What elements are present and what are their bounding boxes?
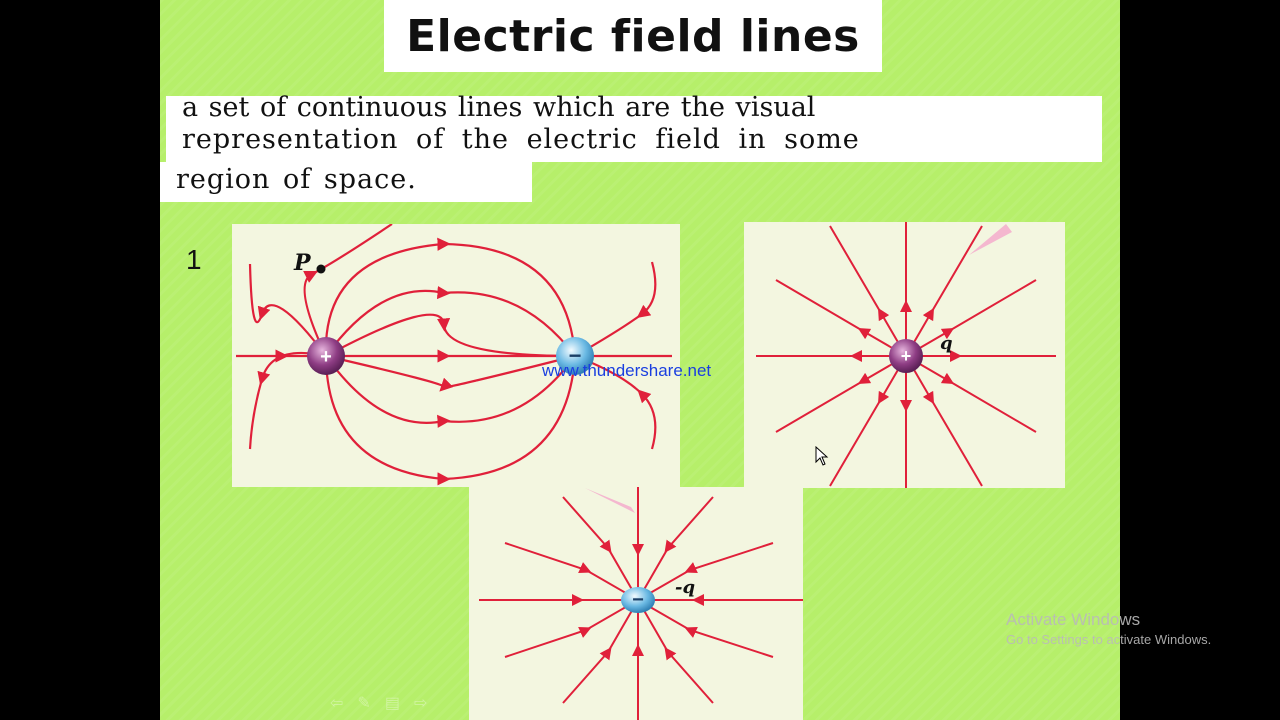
activate-windows-title: Activate Windows bbox=[1006, 610, 1141, 629]
title-box: Electric field lines bbox=[384, 0, 882, 72]
watermark-text: www.thundershare.net bbox=[542, 361, 712, 380]
negative-charge-symbol: − bbox=[569, 343, 582, 368]
negative-charge-symbol: − bbox=[632, 589, 644, 611]
positive-charge bbox=[307, 337, 345, 375]
positive-charge bbox=[889, 339, 923, 373]
point-p-label: P bbox=[293, 250, 312, 276]
negative-charge-field-diagram: − -q bbox=[479, 487, 803, 720]
activate-windows-notice: Activate Windows Go to Settings to activ… bbox=[1006, 610, 1211, 647]
definition-box: a set of continuous lines which are the … bbox=[166, 92, 1102, 162]
negative-charge-field-figure: − -q bbox=[469, 487, 803, 720]
positive-charge-field-diagram: + q bbox=[756, 222, 1056, 488]
point-p-marker bbox=[316, 264, 326, 274]
negative-charge bbox=[556, 337, 594, 375]
next-slide-icon[interactable]: ⇨ bbox=[413, 695, 428, 712]
slides-menu-icon[interactable]: ▤ bbox=[384, 695, 400, 712]
presentation-slide: Electric field lines a set of continuous… bbox=[160, 0, 1120, 720]
definition-line-3: region of space. bbox=[176, 164, 417, 195]
definition-line-2: representation of the electric field in … bbox=[182, 124, 860, 155]
negative-charge bbox=[621, 587, 655, 613]
slide-number: 1 bbox=[186, 244, 202, 275]
slide-title: Electric field lines bbox=[406, 10, 860, 62]
definition-line-1: a set of continuous lines which are the … bbox=[182, 92, 816, 123]
definition-box-continued: region of space. bbox=[160, 162, 532, 202]
pen-icon[interactable]: ✎ bbox=[357, 695, 371, 712]
slideshow-nav-toolbar: ⇦ ✎ ▤ ⇨ bbox=[330, 693, 427, 713]
positive-charge-symbol: + bbox=[320, 346, 332, 368]
dipole-field-figure: P + − bbox=[232, 224, 680, 487]
positive-charge-field-figure: + q bbox=[744, 222, 1065, 488]
positive-charge-symbol: + bbox=[901, 346, 912, 366]
pink-shard bbox=[969, 224, 1012, 255]
previous-slide-icon[interactable]: ⇦ bbox=[330, 695, 344, 712]
charge-label-minus-q: -q bbox=[675, 577, 695, 598]
pink-shard bbox=[585, 488, 635, 513]
mouse-pointer-icon bbox=[815, 446, 829, 466]
activate-windows-subtitle: Go to Settings to activate Windows. bbox=[1006, 632, 1212, 647]
charge-label-q: q bbox=[940, 333, 953, 354]
dipole-field-diagram: P + − bbox=[236, 224, 672, 486]
